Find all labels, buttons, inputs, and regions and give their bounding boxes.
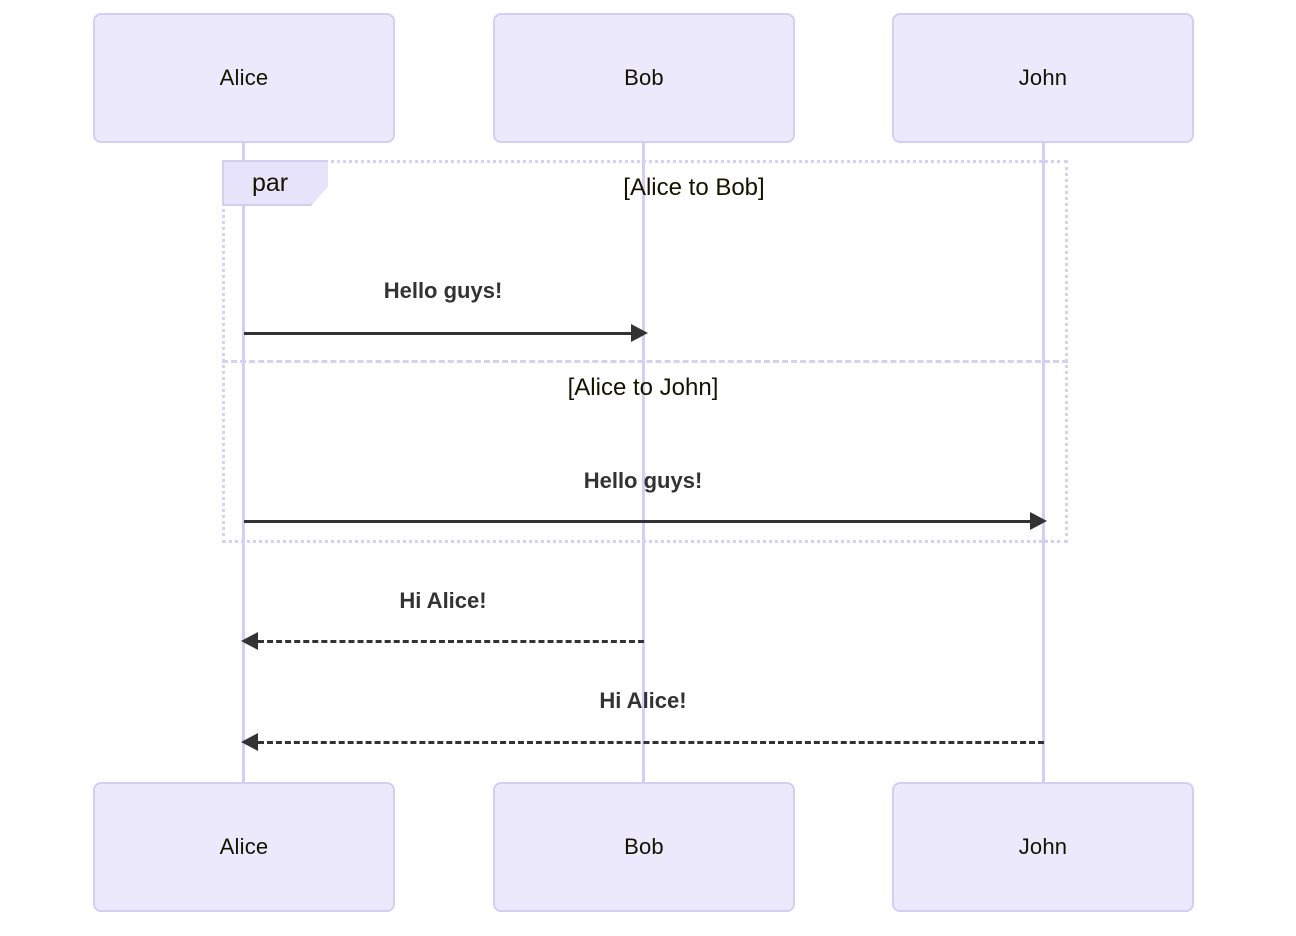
fragment-section-divider [222,360,1068,363]
message-arrowhead-2 [1030,512,1047,530]
message-line-2 [244,520,1031,523]
message-line-4 [258,741,1044,744]
message-arrowhead-4 [241,733,258,751]
actor-label-bob-top: Bob [624,65,664,90]
fragment-section-label-1: [Alice to Bob] [623,174,765,201]
message-label-4: Hi Alice! [599,688,687,713]
actor-box-bob-bottom[interactable]: Bob [493,782,795,912]
lifeline-bob [642,143,645,782]
actor-label-alice-bottom: Alice [219,834,269,859]
actor-box-alice-top[interactable]: Alice [93,13,395,143]
actor-box-alice-bottom[interactable]: Alice [93,782,395,912]
message-line-1 [244,332,632,335]
message-arrowhead-3 [241,632,258,650]
actor-box-john-bottom[interactable]: John [892,782,1194,912]
message-label-3: Hi Alice! [399,588,487,613]
fragment-par-tag: par [222,160,328,206]
message-label-2: Hello guys! [583,468,703,493]
actor-label-john-top: John [1018,65,1068,90]
actor-label-john-bottom: John [1018,834,1068,859]
actor-label-alice-top: Alice [219,65,269,90]
lifeline-alice [242,143,245,782]
fragment-section-label-2: [Alice to John] [567,374,719,401]
fragment-par-box [222,160,1068,543]
message-arrowhead-1 [631,324,648,342]
fragment-par-tag-label: par [252,168,289,197]
message-line-3 [258,640,644,643]
actor-box-john-top[interactable]: John [892,13,1194,143]
message-label-1: Hello guys! [383,278,503,303]
lifeline-john [1042,143,1045,782]
actor-box-bob-top[interactable]: Bob [493,13,795,143]
actor-label-bob-bottom: Bob [624,834,664,859]
